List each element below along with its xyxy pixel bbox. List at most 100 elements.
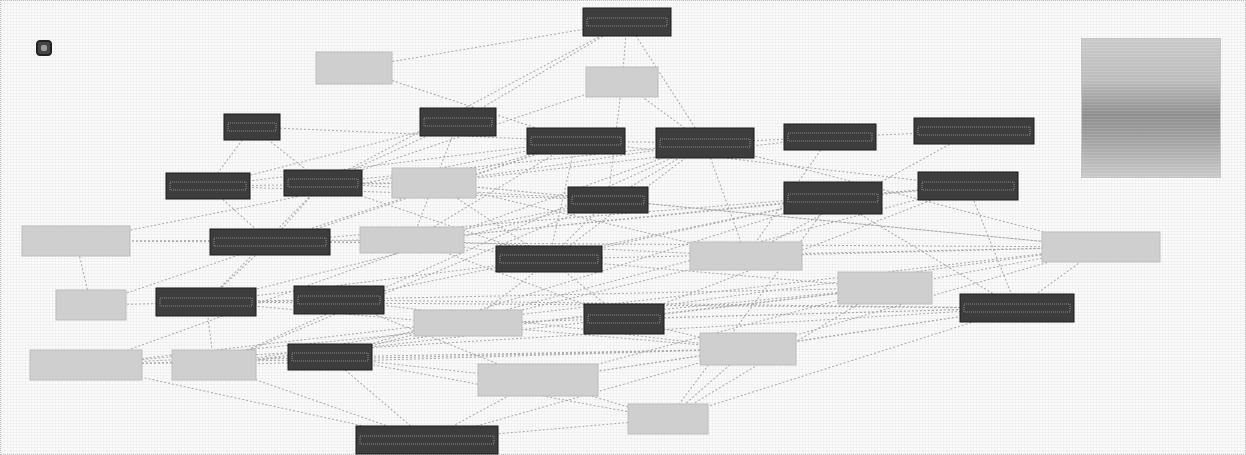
- graph-node-box[interactable]: [55, 289, 127, 321]
- graph-node-box[interactable]: [209, 228, 331, 256]
- graph-edge: [205, 199, 609, 303]
- graph-edge: [322, 142, 706, 184]
- graph-node[interactable]: [283, 169, 363, 197]
- graph-node-box[interactable]: [917, 171, 1019, 201]
- graph-edge: [251, 126, 324, 184]
- graph-node[interactable]: [582, 7, 672, 37]
- graph-node-box[interactable]: [21, 225, 131, 257]
- graph-node-box[interactable]: [413, 309, 523, 337]
- graph-node[interactable]: [223, 113, 281, 141]
- graph-node-label-box: [586, 17, 668, 27]
- graph-edge: [338, 299, 1018, 309]
- graph-node[interactable]: [583, 303, 665, 335]
- graph-node[interactable]: [1041, 231, 1161, 263]
- graph-node[interactable]: [359, 226, 465, 254]
- graph-node-box[interactable]: [419, 107, 497, 137]
- graph-node-label-box: [227, 122, 277, 132]
- graph-node-box[interactable]: [155, 287, 257, 317]
- graph-node[interactable]: [655, 127, 755, 159]
- graph-node-box[interactable]: [293, 285, 385, 315]
- graph-edge: [338, 299, 749, 350]
- graph-node[interactable]: [917, 171, 1019, 201]
- graph-node-box[interactable]: [655, 127, 755, 159]
- graph-node[interactable]: [526, 127, 626, 155]
- graph-node-box[interactable]: [699, 332, 797, 366]
- graph-node[interactable]: [585, 66, 659, 98]
- graph-edge: [548, 258, 886, 289]
- graph-node[interactable]: [209, 228, 331, 256]
- graph-node[interactable]: [355, 425, 499, 455]
- graph-node-box[interactable]: [585, 66, 659, 98]
- graph-node[interactable]: [287, 343, 373, 371]
- graph-edge: [704, 142, 1102, 248]
- graph-node-box[interactable]: [283, 169, 363, 197]
- graph-node-box[interactable]: [783, 123, 877, 151]
- graph-node[interactable]: [837, 271, 933, 305]
- graph-node-label-box: [917, 126, 1031, 136]
- graph-node-box[interactable]: [287, 343, 373, 371]
- graph-node[interactable]: [391, 167, 477, 199]
- graph-node[interactable]: [913, 117, 1035, 145]
- graph-node[interactable]: [689, 241, 803, 271]
- graph-node-box[interactable]: [165, 172, 251, 200]
- minimap-overview[interactable]: [1081, 38, 1221, 178]
- graph-node-box[interactable]: [627, 403, 709, 435]
- graph-node[interactable]: [155, 287, 257, 317]
- graph-edge: [704, 142, 747, 257]
- graph-node-box[interactable]: [783, 181, 883, 215]
- graph-node-box[interactable]: [913, 117, 1035, 145]
- graph-node[interactable]: [477, 363, 599, 397]
- graph-node-box[interactable]: [582, 7, 672, 37]
- graph-node-label-box: [787, 193, 879, 203]
- graph-node-box[interactable]: [359, 226, 465, 254]
- graph-node-box[interactable]: [223, 113, 281, 141]
- graph-node[interactable]: [783, 181, 883, 215]
- graph-node[interactable]: [627, 403, 709, 435]
- graph-node-box[interactable]: [583, 303, 665, 335]
- graph-edge: [747, 246, 1102, 350]
- graph-edge: [411, 239, 550, 260]
- graph-edge: [411, 197, 834, 241]
- graph-node[interactable]: [293, 285, 385, 315]
- graph-node[interactable]: [783, 123, 877, 151]
- graph-edge: [207, 121, 459, 187]
- graph-node[interactable]: [29, 349, 143, 381]
- graph-node-box[interactable]: [355, 425, 499, 455]
- graph-node-box[interactable]: [477, 363, 599, 397]
- graph-node[interactable]: [959, 293, 1075, 323]
- graph-node-box[interactable]: [959, 293, 1075, 323]
- graph-node-box[interactable]: [1041, 231, 1161, 263]
- node-layer: [21, 7, 1161, 455]
- graph-node[interactable]: [21, 225, 131, 257]
- graph-node-label-box: [571, 195, 645, 205]
- graph-node[interactable]: [567, 186, 649, 214]
- graph-node-label-box: [530, 136, 622, 146]
- graph-node[interactable]: [55, 289, 127, 321]
- graph-node-box[interactable]: [526, 127, 626, 155]
- graph-node-box[interactable]: [495, 245, 603, 273]
- graph-edge: [411, 185, 969, 241]
- graph-edge: [433, 121, 459, 184]
- graph-node-box[interactable]: [29, 349, 143, 381]
- graph-node[interactable]: [171, 349, 257, 381]
- graph-edge: [548, 246, 1102, 260]
- graph-node-box[interactable]: [837, 271, 933, 305]
- graph-node-label-box: [787, 132, 873, 142]
- graph-node-box[interactable]: [567, 186, 649, 214]
- graph-node-box[interactable]: [171, 349, 257, 381]
- graph-node[interactable]: [419, 107, 497, 137]
- graph-node[interactable]: [699, 332, 797, 366]
- graph-node[interactable]: [165, 172, 251, 200]
- graph-edge: [667, 307, 1018, 420]
- graph-node[interactable]: [315, 51, 393, 85]
- graph-node[interactable]: [495, 245, 603, 273]
- graph-edge: [213, 199, 609, 366]
- graph-node[interactable]: [413, 309, 523, 337]
- graph-node-box[interactable]: [391, 167, 477, 199]
- graph-node-box[interactable]: [689, 241, 803, 271]
- graph-node-box[interactable]: [315, 51, 393, 85]
- graph-settings-icon[interactable]: [36, 40, 52, 56]
- graph-node-label-box: [287, 178, 359, 188]
- graph-edge: [623, 307, 1018, 320]
